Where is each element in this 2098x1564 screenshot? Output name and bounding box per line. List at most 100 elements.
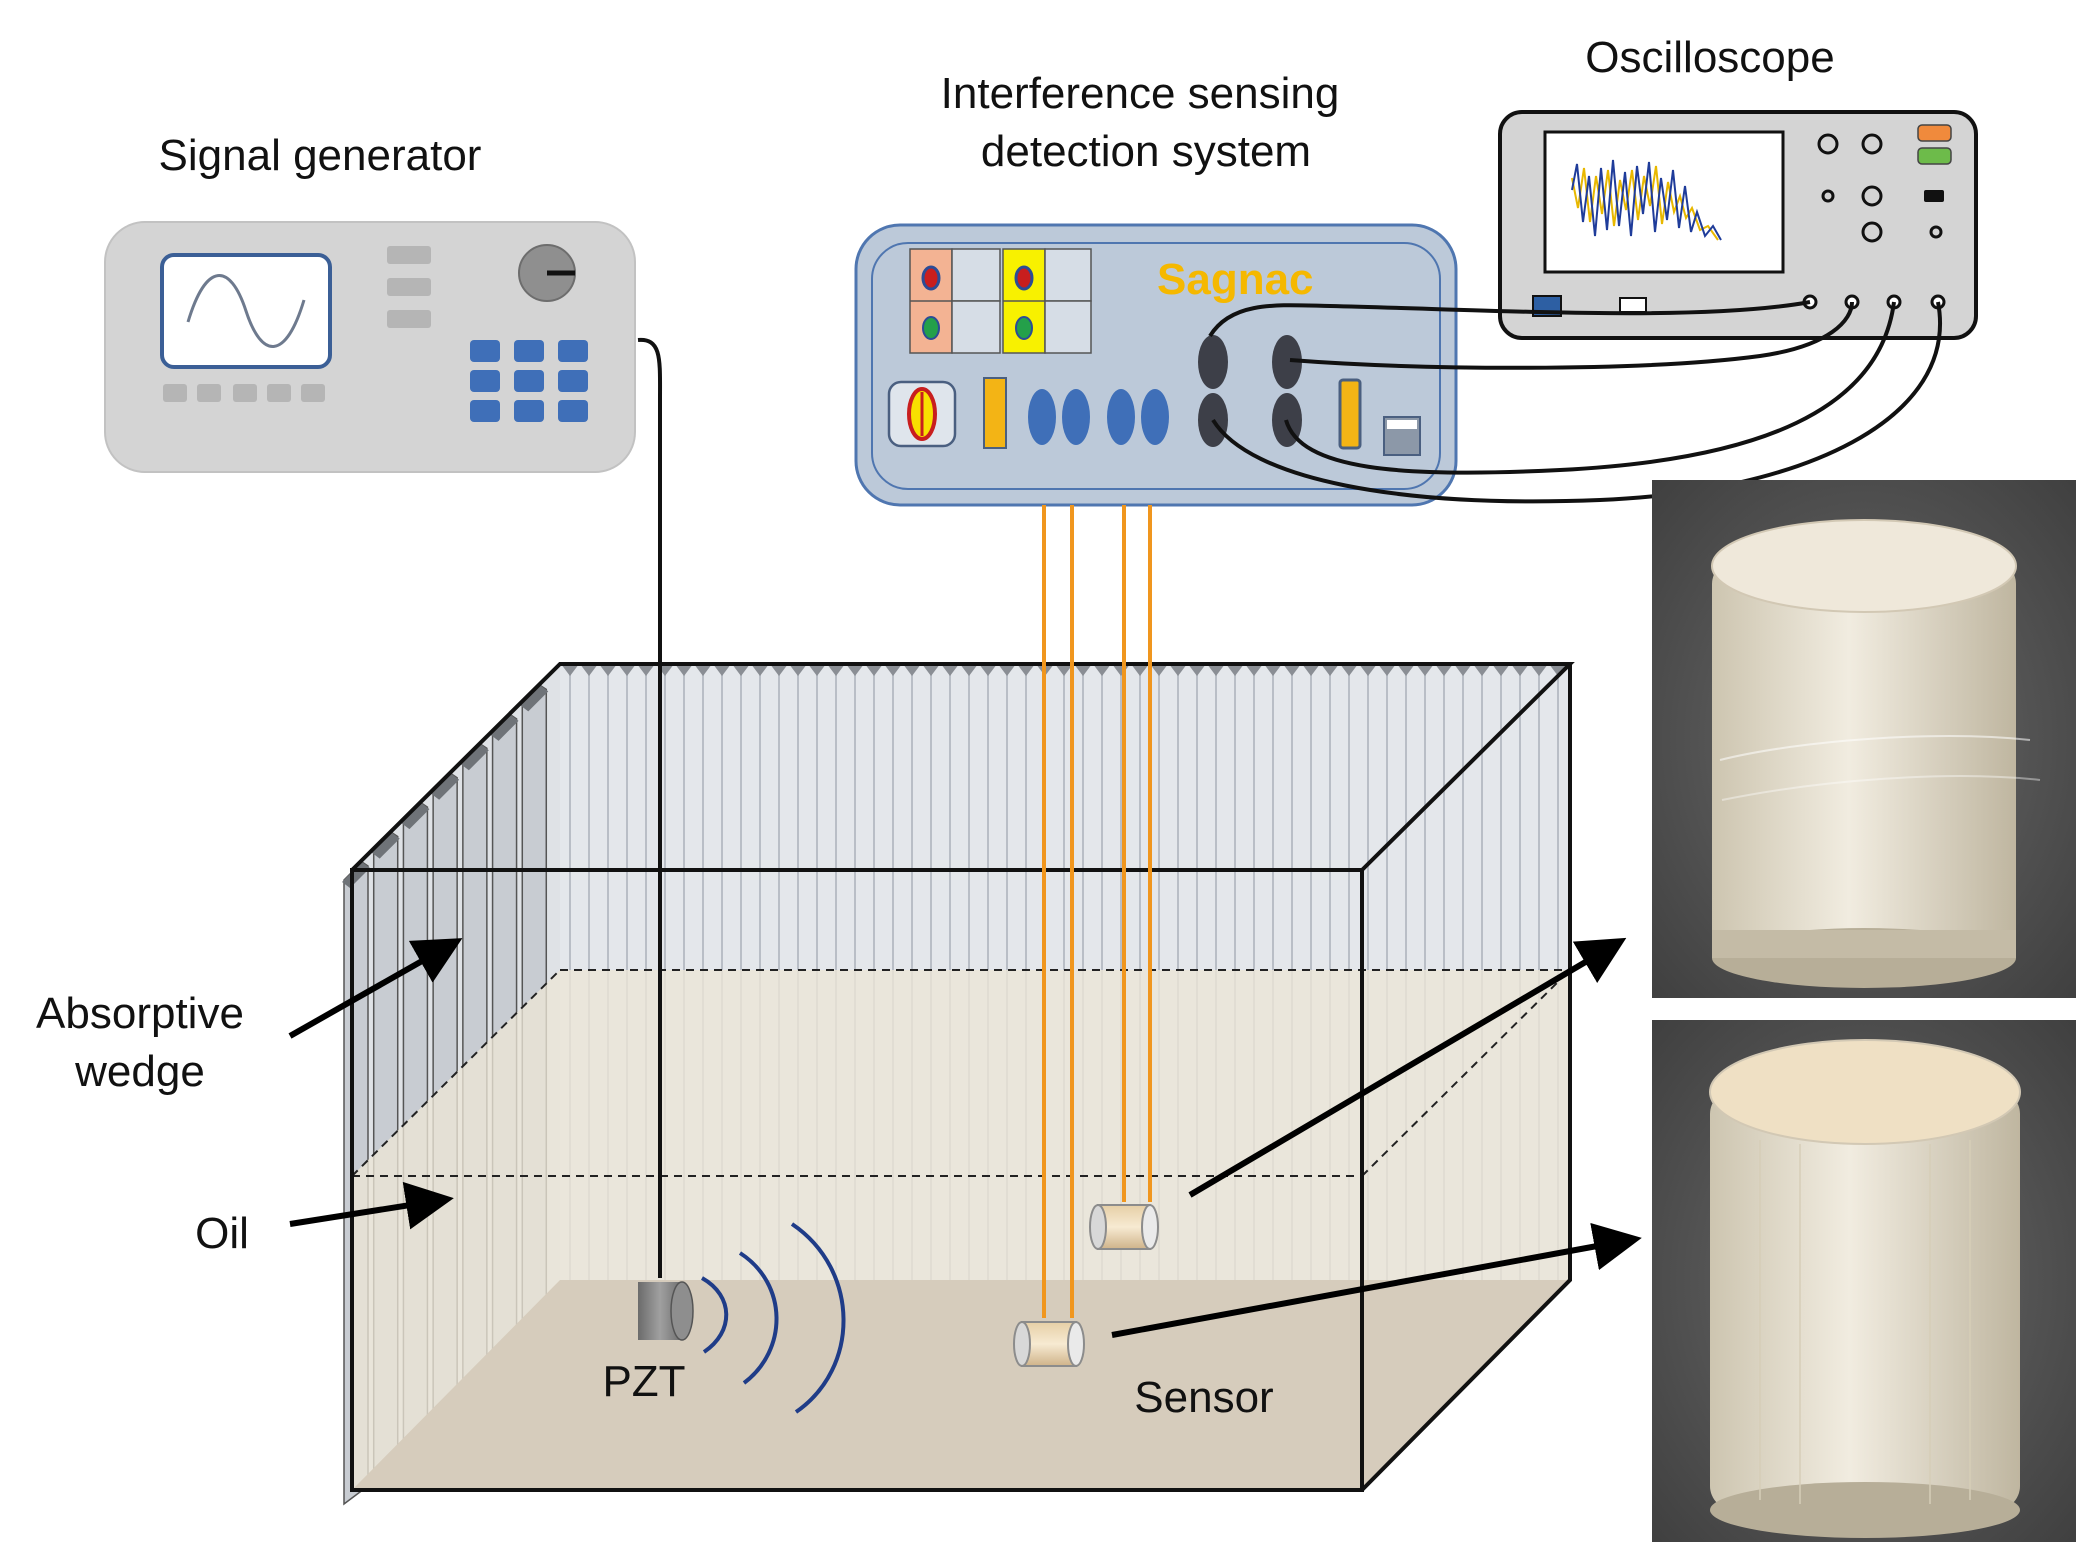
indicator-panel-yellow: [1002, 248, 1092, 354]
signal-cables: [637, 300, 1942, 1278]
wedge-tip: [580, 664, 598, 676]
oscilloscope: [1498, 110, 1978, 340]
interference-system-label-line1: Interference sensing: [941, 69, 1340, 118]
keypad-key: [470, 400, 500, 422]
wedge-tip: [1093, 664, 1111, 676]
sagnac-label: Sagnac: [1157, 255, 1314, 304]
oscilloscope-label: Oscilloscope: [1585, 33, 1834, 82]
wedge-tip: [979, 664, 997, 676]
wedge-tip: [1150, 664, 1168, 676]
wedge-tip: [998, 664, 1016, 676]
wedge-tip: [1511, 664, 1529, 676]
wedge-tip: [732, 664, 750, 676]
oscilloscope-button-orange: [1917, 124, 1952, 142]
wedge-tip: [751, 664, 769, 676]
wedge-tip: [1302, 664, 1320, 676]
keypad-key: [558, 370, 588, 392]
optical-ports: [1028, 389, 1169, 445]
wedge-tip: [1321, 664, 1339, 676]
wedge-tip: [713, 664, 731, 676]
arrow-absorptive-wedge: [288, 938, 463, 1039]
keypad-icon: [470, 340, 588, 422]
oscilloscope-usb-white: [1619, 297, 1647, 313]
wedge-tip: [520, 685, 549, 712]
arrow-sensor-lower: [1111, 1222, 1642, 1338]
fuse-slot: [983, 377, 1007, 449]
wedge-tip: [1492, 664, 1510, 676]
absorptive-wedge-label-line1: Absorptive: [36, 989, 244, 1038]
wedge-tip: [1245, 664, 1263, 676]
generator-bottom-buttons: [163, 384, 325, 402]
oil-label: Oil: [195, 1209, 249, 1258]
sensor-label: Sensor: [1134, 1373, 1273, 1422]
wedge-tip: [789, 664, 807, 676]
wedge-tip: [1264, 664, 1282, 676]
oscilloscope-button-black: [1924, 190, 1944, 202]
wedge-tip: [460, 744, 489, 771]
oscilloscope-trace-blue: [1571, 159, 1722, 241]
power-switch: [887, 380, 957, 448]
wedge-tip: [1188, 664, 1206, 676]
wedge-tip: [1435, 664, 1453, 676]
wedge-tip: [1549, 664, 1567, 676]
wedge-tip: [401, 803, 430, 830]
sound-wave-icon: [700, 1222, 846, 1414]
indicator-slot: [1338, 378, 1362, 450]
usb-port: [1383, 416, 1421, 456]
wedge-tip: [1454, 664, 1472, 676]
generator-side-buttons: [387, 246, 431, 328]
wedge-tip: [1131, 664, 1149, 676]
wedge-tip: [1169, 664, 1187, 676]
wedge-tip: [1055, 664, 1073, 676]
sensor-photo-bottom: [1652, 1020, 2076, 1542]
tank-floor: [352, 1280, 1570, 1490]
wedge-tip: [1473, 664, 1491, 676]
keypad-key: [514, 370, 544, 392]
wedge-tip: [846, 664, 864, 676]
arrow-sensor-upper: [1188, 937, 1627, 1198]
wedge-tip: [1416, 664, 1434, 676]
wedge-tip: [694, 664, 712, 676]
wedge-tip: [1074, 664, 1092, 676]
wedge-tip: [1017, 664, 1035, 676]
wedge-tip: [808, 664, 826, 676]
sensor-lower: [1013, 1321, 1085, 1367]
annotation-arrows: [288, 937, 1642, 1338]
oscilloscope-knobs: [1817, 133, 1943, 243]
interference-sensing-system: Sagnac: [854, 223, 1458, 507]
pzt-transducer: [638, 1281, 694, 1341]
wedge-tip: [884, 664, 902, 676]
wedge-tip: [637, 664, 655, 676]
wedge-tip: [1283, 664, 1301, 676]
wedge-tip: [827, 664, 845, 676]
wedge-tip: [1207, 664, 1225, 676]
sensor-upper: [1089, 1204, 1159, 1250]
cable-port4-to-osc: [1211, 301, 1942, 504]
arrow-oil: [289, 1181, 454, 1230]
cable-port2-to-osc: [1289, 301, 1854, 370]
interference-system-label-line2: detection system: [981, 127, 1311, 176]
tank-outline: [350, 662, 1575, 1492]
wedge-tip: [1378, 664, 1396, 676]
oscilloscope-button-green: [1917, 147, 1952, 165]
wedge-tip: [770, 664, 788, 676]
wedge-tip: [371, 832, 400, 859]
pzt-label: PZT: [602, 1357, 685, 1406]
keypad-key: [558, 340, 588, 362]
keypad-key: [470, 340, 500, 362]
oil-tank: [342, 662, 1575, 1506]
wedge-tip: [960, 664, 978, 676]
wedge-tip: [1226, 664, 1244, 676]
keypad-key: [558, 400, 588, 422]
wedge-tip: [1340, 664, 1358, 676]
wedge-tip: [618, 664, 636, 676]
wedge-tip: [1530, 664, 1548, 676]
indicator-panel-orange: [909, 248, 1001, 354]
cable-generator-to-pzt: [637, 337, 663, 1278]
wedge-tip: [599, 664, 617, 676]
signal-generator-label: Signal generator: [159, 131, 482, 180]
signal-generator: [104, 221, 636, 473]
wedge-tip: [922, 664, 940, 676]
sensor-photo-top: [1652, 480, 2076, 998]
keypad-key: [514, 400, 544, 422]
